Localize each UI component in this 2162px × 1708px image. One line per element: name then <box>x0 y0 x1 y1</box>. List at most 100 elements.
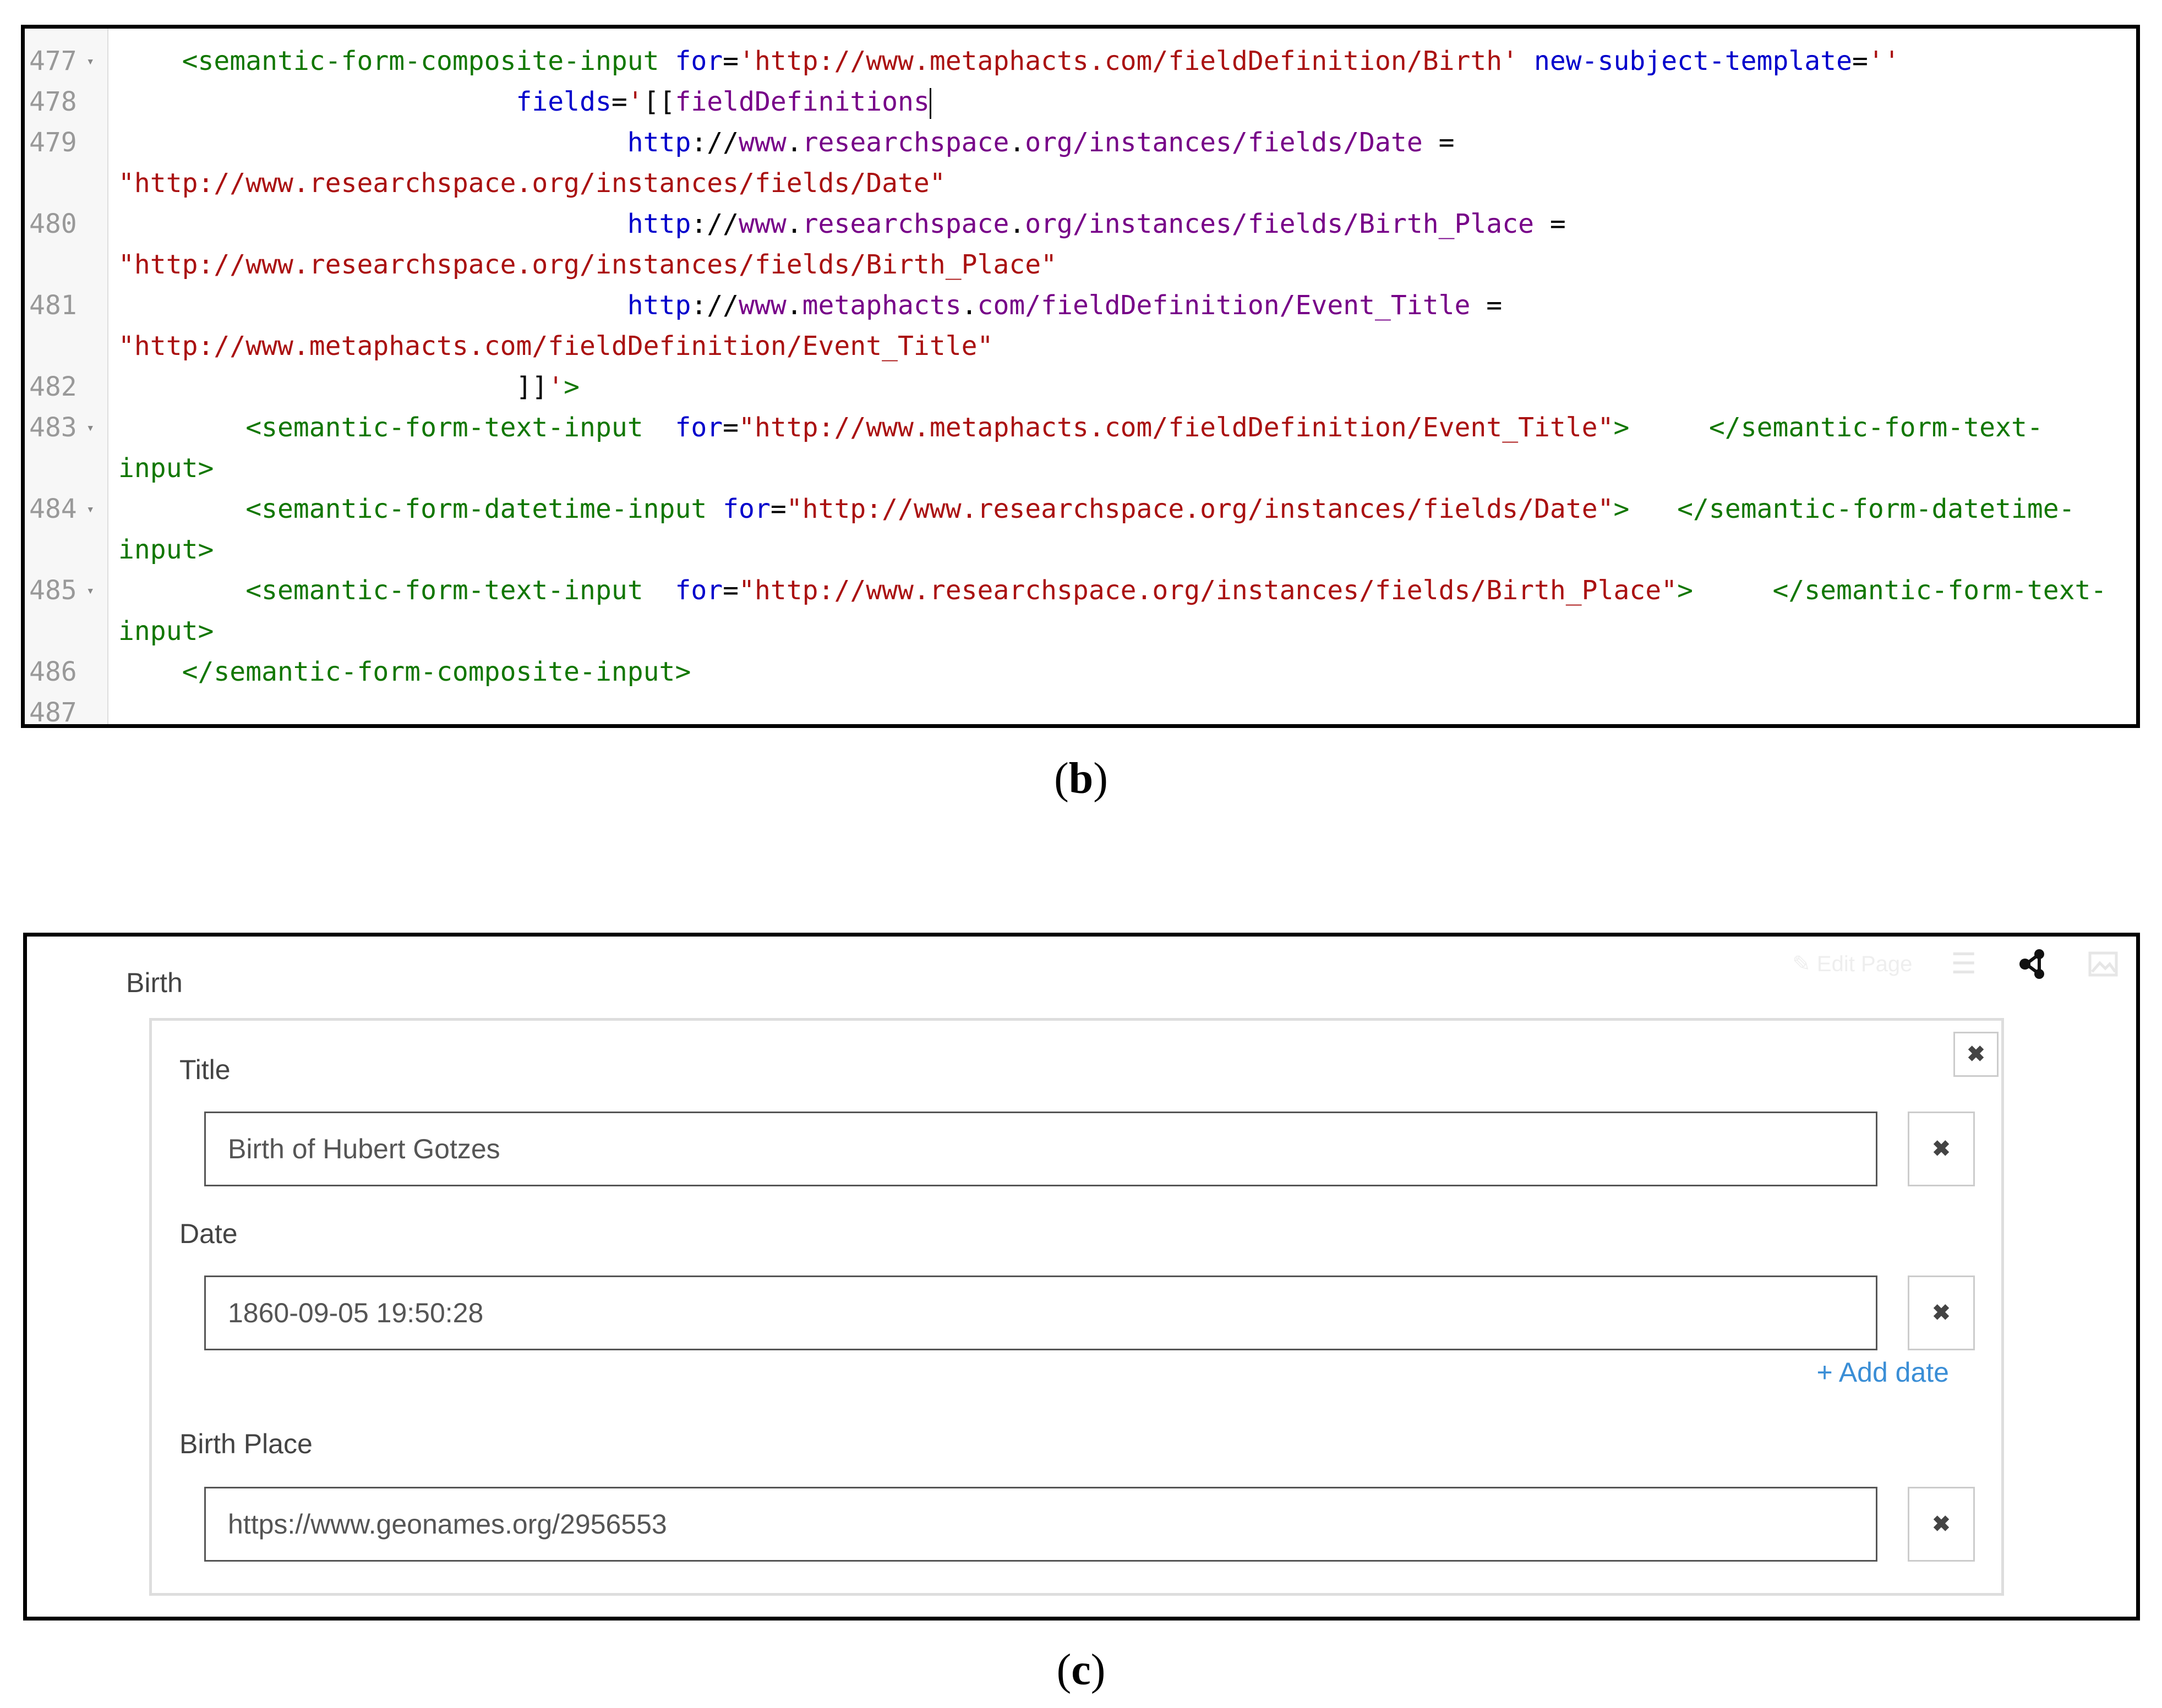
code-token <box>659 46 675 76</box>
page-toolbar: ✎ Edit Page ☰ <box>1792 948 2120 981</box>
code-token: fieldDefinitions <box>675 86 930 117</box>
line-number: 483 <box>29 412 77 443</box>
list-icon[interactable]: ☰ <box>1951 948 1977 980</box>
code-token: . <box>1009 127 1025 158</box>
line-number: 482 <box>29 371 77 402</box>
code-indent <box>118 371 516 402</box>
code-line[interactable]: 486 </semantic-form-composite-input> <box>25 652 2136 692</box>
code-line[interactable]: 484▾ <semantic-form-datetime-input for="… <box>25 489 2136 529</box>
code-token: <semantic-form-text-input <box>245 575 643 606</box>
code-indent <box>118 127 627 158</box>
code-token: "http://www.researchspace.org/instances/… <box>739 575 1678 606</box>
date-input[interactable]: 1860-09-05 19:50:28 <box>204 1275 1877 1350</box>
code-token: </semantic-form-datetime- <box>1677 494 2075 524</box>
code-line[interactable]: input> <box>25 529 2136 570</box>
code-token <box>643 412 675 443</box>
code-line[interactable]: 482 ]]'> <box>25 366 2136 407</box>
fold-arrow-icon[interactable]: ▾ <box>86 501 95 517</box>
line-number: 480 <box>29 209 77 239</box>
code-lines[interactable]: 477▾ <semantic-form-composite-input for=… <box>25 41 2136 724</box>
code-editor[interactable]: 477▾ <semantic-form-composite-input for=… <box>21 25 2140 728</box>
share-graph-icon[interactable] <box>2015 948 2048 981</box>
code-token: ]] <box>516 371 548 402</box>
birth-form-panel: Birth ✎ Edit Page ☰ ✖ Title Birth of Hub… <box>23 933 2140 1621</box>
code-token: :// <box>691 209 739 239</box>
code-text: http://www.metaphacts.com/fieldDefinitio… <box>118 285 1502 326</box>
code-line[interactable]: 483 ▾ <semantic-form-text-input for="http… <box>25 407 2136 448</box>
code-line[interactable]: 478 fields='[[fieldDefinitions <box>25 81 2136 122</box>
code-text: input> <box>118 611 214 652</box>
close-icon: ✖ <box>1967 1042 1985 1066</box>
code-token: org/instances/fields/Date <box>1025 127 1423 158</box>
code-token: . <box>786 290 802 321</box>
code-token: ' <box>548 371 564 402</box>
remove-date-button[interactable]: ✖ <box>1908 1275 1975 1350</box>
code-line[interactable]: 481 http://www.metaphacts.com/fieldDefin… <box>25 285 2136 326</box>
code-line[interactable]: 477▾ <semantic-form-composite-input for=… <box>25 41 2136 81</box>
code-token: > <box>1613 494 1630 524</box>
add-date-link[interactable]: + Add date <box>1816 1357 1949 1388</box>
code-token: "http://www.researchspace.org/instances/… <box>786 494 1614 524</box>
code-token: www <box>739 290 787 321</box>
fold-arrow-icon[interactable]: ▾ <box>86 53 95 69</box>
edit-page-icon: ✎ <box>1792 952 1811 976</box>
code-line[interactable]: "http://www.researchspace.org/instances/… <box>25 163 2136 204</box>
code-token: "http://www.metaphacts.com/fieldDefiniti… <box>118 331 993 362</box>
code-token: fields <box>516 86 612 117</box>
code-token: "http://www.researchspace.org/instances/… <box>118 249 1057 280</box>
line-number: 481 <box>29 290 77 321</box>
code-token: "http://www.metaphacts.com/fieldDefiniti… <box>739 412 1614 443</box>
code-token <box>1629 494 1677 524</box>
code-token: = <box>1422 127 1455 158</box>
code-token: new-subject-template <box>1534 46 1852 76</box>
remove-composite-button[interactable]: ✖ <box>1953 1032 1999 1077</box>
line-number: 485 <box>29 575 77 606</box>
image-icon[interactable] <box>2087 948 2120 981</box>
code-token: researchspace <box>802 127 1009 158</box>
code-text: ]]'> <box>118 366 580 407</box>
line-number-gutter <box>25 29 108 724</box>
edit-page-button[interactable]: ✎ Edit Page <box>1792 951 1912 977</box>
code-token: = <box>770 494 787 524</box>
code-token: metaphacts <box>802 290 962 321</box>
code-text: fields='[[fieldDefinitions <box>118 81 931 122</box>
close-icon: ✖ <box>1932 1301 1951 1325</box>
line-number: 479 <box>29 127 77 158</box>
code-token: = <box>723 575 739 606</box>
code-token: <semantic-form-datetime-input <box>245 494 707 524</box>
date-label: Date <box>179 1218 238 1249</box>
code-line[interactable]: 479 http://www.researchspace.org/instanc… <box>25 122 2136 163</box>
code-token: for <box>675 412 723 443</box>
code-line[interactable]: input> <box>25 448 2136 489</box>
remove-birth-place-button[interactable]: ✖ <box>1908 1487 1975 1562</box>
code-text: <semantic-form-text-input for="http://ww… <box>118 407 2043 448</box>
remove-title-button[interactable]: ✖ <box>1908 1112 1975 1186</box>
code-token <box>643 575 675 606</box>
code-token: = <box>1470 290 1503 321</box>
title-input[interactable]: Birth of Hubert Gotzes <box>204 1112 1877 1186</box>
birth-place-input[interactable]: https://www.geonames.org/2956553 <box>204 1487 1877 1562</box>
code-token: . <box>1009 209 1025 239</box>
code-token: '' <box>1868 46 1900 76</box>
code-token: 'http://www.metaphacts.com/fieldDefiniti… <box>739 46 1519 76</box>
code-line[interactable]: input> <box>25 611 2136 652</box>
fold-arrow-icon[interactable]: ▾ <box>86 583 95 598</box>
code-token: <semantic-form-composite-input <box>182 46 659 76</box>
code-line[interactable]: 480 http://www.researchspace.org/instanc… <box>25 204 2136 244</box>
code-line[interactable]: "http://www.metaphacts.com/fieldDefiniti… <box>25 326 2136 366</box>
code-token: </semantic-form-text- <box>1772 575 2107 606</box>
code-indent <box>118 86 516 117</box>
code-token: for <box>675 575 723 606</box>
code-token: www <box>739 127 787 158</box>
code-line[interactable]: 487 <box>25 692 2136 724</box>
code-token: input> <box>118 534 214 565</box>
code-token: = <box>1534 209 1566 239</box>
code-indent <box>118 209 627 239</box>
code-line[interactable]: 485 ▾ <semantic-form-text-input for="http… <box>25 570 2136 611</box>
code-line[interactable]: "http://www.researchspace.org/instances/… <box>25 244 2136 285</box>
fold-arrow-icon[interactable]: ▾ <box>86 420 95 435</box>
code-token <box>707 494 723 524</box>
edit-page-label: Edit Page <box>1816 952 1913 976</box>
code-token: = <box>1852 46 1868 76</box>
line-number: 484 <box>29 494 77 524</box>
